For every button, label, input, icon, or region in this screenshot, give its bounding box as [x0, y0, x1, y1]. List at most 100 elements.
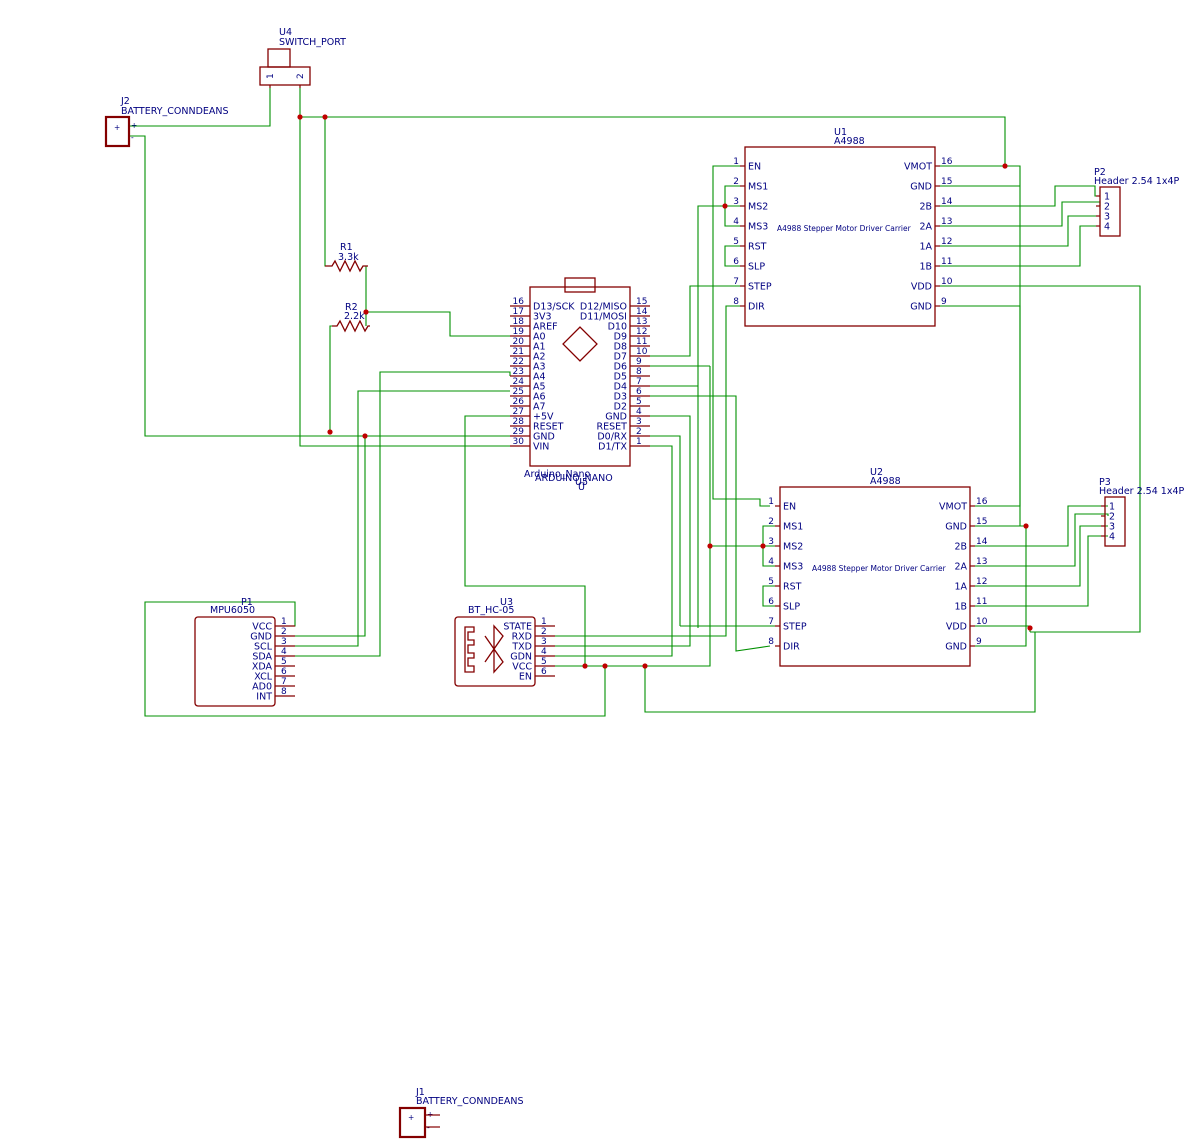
nano-pin-14-number: 14	[636, 307, 648, 317]
p1-pin-6-number: 6	[281, 667, 287, 677]
u1-pin-11-number: 11	[941, 257, 952, 267]
u2-pin-9-name: GND	[945, 642, 967, 653]
junctions	[297, 114, 1033, 669]
u2-pin-11-name: 1B	[954, 602, 967, 613]
u1-pin-2-name: MS1	[748, 182, 768, 193]
p3-value: Header 2.54 1x4P	[1099, 486, 1184, 497]
j1-ref: J1	[415, 1087, 425, 1098]
nano-pin-20-name: A1	[533, 342, 546, 353]
switch-u4[interactable]: U4 SWITCH_PORT 1 2	[259, 27, 346, 88]
p3-ref: P3	[1099, 477, 1111, 488]
u2-pin-10-name: VDD	[946, 622, 967, 633]
p3-pin-4-number: 4	[1109, 532, 1115, 543]
u1-pin-8-number: 8	[733, 297, 739, 307]
stepper-driver-u2[interactable]: U2 A4988 A4988 Stepper Motor Driver Carr…	[768, 467, 988, 667]
p2-value: Header 2.54 1x4P	[1094, 176, 1179, 187]
u2-pin-3-number: 3	[768, 537, 774, 547]
u3-pin-4-number: 4	[541, 647, 547, 657]
nano-pin-8-number: 8	[636, 367, 642, 377]
nano-pin-15-name: D12/MISO	[580, 302, 627, 313]
nano-pin-15-number: 15	[636, 297, 647, 307]
u2-pin-9-number: 9	[976, 637, 982, 647]
u1-pin-8-name: DIR	[748, 302, 765, 313]
u1-pin-10-number: 10	[941, 277, 953, 287]
u2-pin-13-number: 13	[976, 557, 987, 567]
u2-pin-4-number: 4	[768, 557, 774, 567]
u1-pin-16-name: VMOT	[904, 162, 932, 173]
u2-pin-13-name: 2A	[954, 562, 967, 573]
j1-value: BATTERY_CONNDEANS	[416, 1096, 524, 1107]
p3-pin-2-number: 2	[1109, 512, 1115, 523]
u1-pin-6-name: SLP	[748, 262, 765, 273]
nano-pin-26-number: 26	[513, 397, 525, 407]
u2-pin-2-number: 2	[768, 517, 774, 527]
u1-pin-14-number: 14	[941, 197, 953, 207]
nano-pin-8-name: D5	[614, 372, 627, 383]
u1-value: A4988	[834, 136, 865, 147]
nano-pin-27-number: 27	[513, 407, 524, 417]
nano-pin-19-name: A0	[533, 332, 546, 343]
u3-pin-2-name: RXD	[512, 632, 532, 643]
resistor-r1[interactable]: R1 3.3k	[325, 242, 368, 273]
u4-ref: U4	[279, 27, 292, 38]
p2-pin-1-number: 1	[1104, 192, 1110, 203]
p1-pin-8-number: 8	[281, 687, 287, 697]
u1-pin-4-number: 4	[733, 217, 739, 227]
nano-pin-16-number: 16	[513, 297, 525, 307]
u1-pin-2-number: 2	[733, 177, 739, 187]
p1-pin-3-name: SCL	[254, 642, 273, 653]
bluetooth-icon	[464, 624, 504, 674]
nano-pin-1-number: 1	[636, 437, 642, 447]
j2-plus-pin: +	[131, 121, 137, 130]
nano-pin-6-name: D3	[614, 392, 627, 403]
u2-pin-5-name: RST	[783, 582, 802, 593]
nano-pin-29-number: 29	[513, 427, 525, 437]
u1-pin-12-name: 1A	[919, 242, 932, 253]
u2-pin-14-name: 2B	[954, 542, 967, 553]
u1-pin-1-name: EN	[748, 162, 761, 173]
battery-connector-j1[interactable]: J1 BATTERY_CONNDEANS + + -	[398, 1087, 524, 1139]
u3-pin-5-name: VCC	[512, 662, 532, 673]
stepper-driver-u1[interactable]: U1 A4988 A4988 Stepper Motor Driver Carr…	[733, 127, 953, 327]
u1-ref: U1	[834, 127, 847, 138]
u2-ref: U2	[870, 467, 883, 478]
p1-pin-5-name: XDA	[252, 662, 273, 673]
j1-plus-sign: +	[408, 1113, 414, 1122]
u2-pin-6-number: 6	[768, 597, 774, 607]
nano-value-ghost: Arduino_Nano	[524, 469, 590, 480]
nano-pin-24-number: 24	[513, 377, 525, 387]
p1-pin-4-name: SDA	[252, 652, 272, 663]
resistor-r2[interactable]: R2 2.2k	[332, 302, 370, 333]
u3-value: BT_HC-05	[468, 605, 514, 616]
u2-value: A4988	[870, 476, 901, 487]
u2-pin-3-name: MS2	[783, 542, 803, 553]
p2-ref: P2	[1094, 167, 1106, 178]
p1-pin-6-name: XCL	[254, 672, 272, 683]
u2-pin-8-name: DIR	[783, 642, 800, 653]
p1-pin-8-name: INT	[256, 692, 272, 703]
u2-pin-10-number: 10	[976, 617, 988, 627]
p1-pin-2-name: GND	[250, 632, 272, 643]
u1-pin-3-number: 3	[733, 197, 739, 207]
nano-pin-2-number: 2	[636, 427, 642, 437]
nano-pin-11-number: 11	[636, 337, 647, 347]
battery-connector-j2[interactable]: J2 BATTERY_CONNDEANS + + -	[104, 96, 229, 148]
p1-ref: P1	[241, 597, 253, 608]
u4-pin2: 2	[296, 73, 306, 79]
nano-pin-5-name: D2	[614, 402, 627, 413]
u1-pin-5-number: 5	[733, 237, 739, 247]
nano-pin-21-name: A2	[533, 352, 546, 363]
u2-pin-12-number: 12	[976, 577, 987, 587]
p1-pin-5-number: 5	[281, 657, 287, 667]
